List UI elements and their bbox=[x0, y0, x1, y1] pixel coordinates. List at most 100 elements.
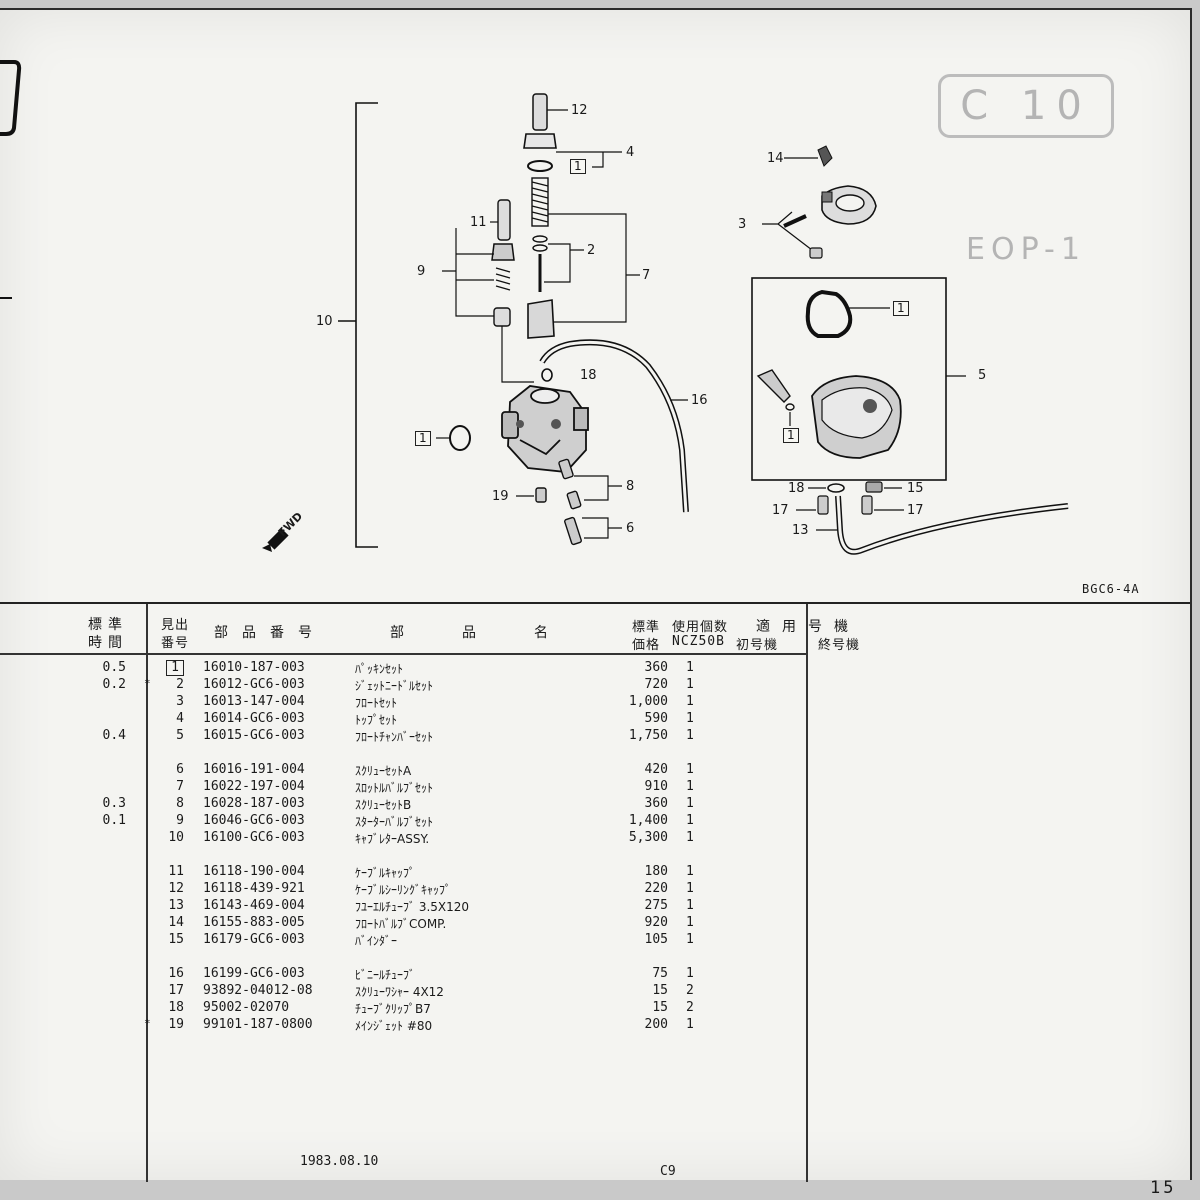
part-number-cell: 16015-GC6-003 bbox=[203, 728, 305, 743]
price-cell: 180 bbox=[644, 864, 668, 879]
header-last-unit: 終号機 bbox=[818, 638, 861, 653]
quantity-cell: 2 bbox=[686, 983, 694, 998]
quantity-cell: 1 bbox=[686, 1017, 694, 1032]
quantity-cell: 1 bbox=[686, 898, 694, 913]
price-cell: 1,750 bbox=[628, 728, 668, 743]
part-name-cell: ｹｰﾌﾞﾙｼｰﾘﾝｸﾞｷｬｯﾌﾟ bbox=[355, 883, 452, 897]
callout-17-left: 17 bbox=[772, 503, 789, 518]
part-number-cell: 16143-469-004 bbox=[203, 898, 305, 913]
ref-number-cell: 7 bbox=[176, 779, 184, 794]
part-number-cell: 16022-197-004 bbox=[203, 779, 305, 794]
callout-6: 6 bbox=[626, 521, 635, 536]
column-divider bbox=[146, 604, 148, 1182]
price-cell: 275 bbox=[644, 898, 668, 913]
header-part-name: 部品名 bbox=[390, 625, 606, 641]
callout-12: 12 bbox=[571, 103, 588, 118]
ref-number-cell: 1 bbox=[166, 660, 184, 676]
callout-1-drain: 1 bbox=[783, 428, 799, 443]
ref-number-cell: 6 bbox=[176, 762, 184, 777]
ref-number-cell: 5 bbox=[176, 728, 184, 743]
column-divider bbox=[806, 604, 808, 1182]
price-cell: 720 bbox=[644, 677, 668, 692]
ref-number-cell: 2 bbox=[176, 677, 184, 692]
price-cell: 15 bbox=[652, 1000, 668, 1015]
price-cell: 15 bbox=[652, 983, 668, 998]
ref-number-cell: 17 bbox=[168, 983, 184, 998]
page-number: 15 bbox=[1150, 1178, 1177, 1198]
issue-date: 1983.08.10 bbox=[300, 1154, 379, 1169]
header-std-time-2: 時間 bbox=[88, 635, 128, 651]
callout-3: 3 bbox=[738, 217, 747, 232]
ref-number-cell: 15 bbox=[168, 932, 184, 947]
std-time-cell: 0.5 bbox=[102, 660, 126, 675]
ghost-badge: C 10 bbox=[938, 74, 1114, 138]
callout-16: 16 bbox=[691, 393, 708, 408]
part-name-cell: ｼﾞｪｯﾄﾆｰﾄﾞﾙｾｯﾄ bbox=[355, 679, 434, 693]
header-part-no: 部品番号 bbox=[214, 625, 326, 641]
part-number-cell: 16179-GC6-003 bbox=[203, 932, 305, 947]
part-name-cell: ﾋﾞﾆｰﾙﾁｭｰﾌﾞ bbox=[355, 968, 416, 982]
part-number-cell: 16028-187-003 bbox=[203, 796, 305, 811]
part-number-cell: 99101-187-0800 bbox=[203, 1017, 313, 1032]
price-cell: 75 bbox=[652, 966, 668, 981]
catalog-page: C 10 EOP-1 bbox=[0, 8, 1192, 1182]
callout-19: 19 bbox=[492, 489, 509, 504]
quantity-cell: 1 bbox=[686, 932, 694, 947]
callout-17-right: 17 bbox=[907, 503, 924, 518]
part-number-cell: 16013-147-004 bbox=[203, 694, 305, 709]
part-number-cell: 16012-GC6-003 bbox=[203, 677, 305, 692]
callout-7: 7 bbox=[642, 268, 651, 283]
callout-5: 5 bbox=[978, 368, 987, 383]
callout-8: 8 bbox=[626, 479, 635, 494]
part-name-cell: ｽｸﾘｭｰｾｯﾄA bbox=[355, 764, 412, 778]
header-std-time-1: 標準 bbox=[88, 617, 128, 633]
quantity-cell: 1 bbox=[686, 813, 694, 828]
part-number-cell: 16100-GC6-003 bbox=[203, 830, 305, 845]
std-time-cell: 0.4 bbox=[102, 728, 126, 743]
part-name-cell: ﾁｭｰﾌﾞｸﾘｯﾌﾟB7 bbox=[355, 1002, 431, 1016]
quantity-cell: 1 bbox=[686, 660, 694, 675]
price-cell: 590 bbox=[644, 711, 668, 726]
part-number-cell: 16010-187-003 bbox=[203, 660, 305, 675]
exploded-diagram: 12 4 1 11 2 9 7 10 18 16 1 8 19 6 14 3 1… bbox=[0, 10, 1190, 600]
part-name-cell: ﾌﾛｰﾄﾊﾞﾙﾌﾞCOMP. bbox=[355, 917, 447, 931]
part-name-cell: ｷｬﾌﾞﾚﾀｰASSY. bbox=[355, 832, 430, 846]
callout-18-top: 18 bbox=[580, 368, 597, 383]
ref-number-cell: 8 bbox=[176, 796, 184, 811]
part-number-cell: 16199-GC6-003 bbox=[203, 966, 305, 981]
part-name-cell: ﾊﾟｯｷﾝｾｯﾄ bbox=[355, 662, 404, 676]
ref-number-cell: 4 bbox=[176, 711, 184, 726]
header-ref-1: 見出 bbox=[161, 618, 190, 633]
ref-number-cell: 10 bbox=[168, 830, 184, 845]
ghost-model-tag: EOP-1 bbox=[966, 232, 1086, 267]
quantity-cell: 1 bbox=[686, 779, 694, 794]
part-number-cell: 93892-04012-08 bbox=[203, 983, 313, 998]
part-number-cell: 16118-439-921 bbox=[203, 881, 305, 896]
std-time-cell: 0.2 bbox=[102, 677, 126, 692]
std-time-cell: 0.1 bbox=[102, 813, 126, 828]
callout-2: 2 bbox=[587, 243, 596, 258]
part-name-cell: ｽｸﾘｭｰｾｯﾄB bbox=[355, 798, 412, 812]
quantity-cell: 1 bbox=[686, 830, 694, 845]
part-number-cell: 16016-191-004 bbox=[203, 762, 305, 777]
part-name-cell: ｽﾀｰﾀｰﾊﾞﾙﾌﾞｾｯﾄ bbox=[355, 815, 434, 829]
ref-number-cell: 19 bbox=[168, 1017, 184, 1032]
price-cell: 920 bbox=[644, 915, 668, 930]
part-name-cell: ﾌﾕｰｴﾙﾁｭｰﾌﾞ 3.5X120 bbox=[355, 900, 470, 914]
quantity-cell: 1 bbox=[686, 711, 694, 726]
price-cell: 360 bbox=[644, 660, 668, 675]
callout-1-chamber-gasket: 1 bbox=[893, 301, 909, 316]
part-name-cell: ﾌﾛｰﾄｾｯﾄ bbox=[355, 696, 398, 710]
callout-14: 14 bbox=[767, 151, 784, 166]
quantity-cell: 1 bbox=[686, 864, 694, 879]
table-row: 0.5 1 16010-187-003 ﾊﾟｯｷﾝｾｯﾄ 360 1 bbox=[0, 660, 806, 677]
revision-mark: * bbox=[144, 1017, 151, 1030]
